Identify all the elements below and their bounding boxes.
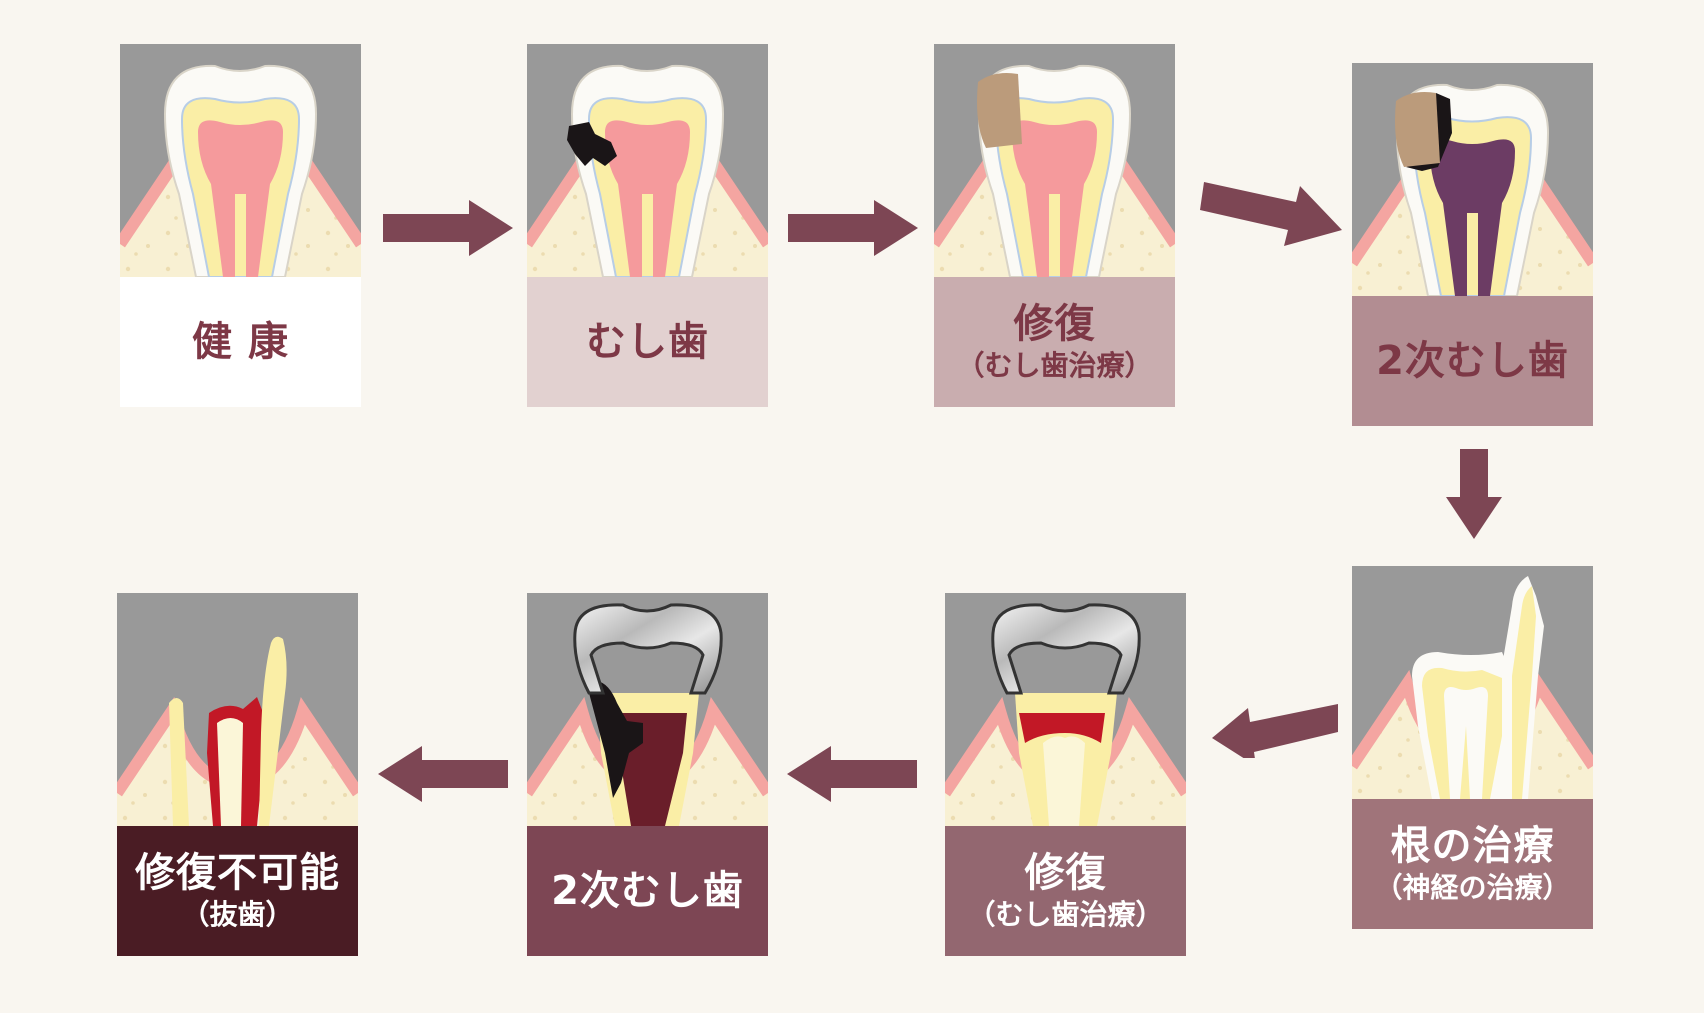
stage-label: 健 康 — [120, 277, 361, 407]
stage-subtitle: （神経の治療） — [1374, 871, 1571, 905]
stage-label: 根の治療 （神経の治療） — [1352, 799, 1593, 929]
stage-subtitle: （抜歯） — [181, 898, 294, 932]
stage-label: むし歯 — [527, 277, 768, 407]
stage-title: 修復 — [1024, 850, 1107, 897]
secondary-decay-tooth-icon — [1352, 63, 1593, 296]
stage-card-healthy: 健 康 — [120, 44, 361, 407]
stage-card-caries: むし歯 — [527, 44, 768, 407]
stage-subtitle: （むし歯治療） — [956, 349, 1153, 383]
stage-title: 2次むし歯 — [1376, 338, 1569, 384]
arrow-down-icon — [1446, 449, 1502, 539]
stage-card-extraction: 修復不可能 （抜歯） — [117, 593, 358, 956]
arrow-right-icon — [383, 200, 513, 256]
stage-card-secondary-caries: 2次むし歯 — [1352, 63, 1593, 426]
fractured-tooth-icon — [117, 593, 358, 826]
stage-card-repair: 修復 （むし歯治療） — [934, 44, 1175, 407]
stage-title: むし歯 — [586, 319, 709, 365]
stage-label: 2次むし歯 — [1352, 296, 1593, 426]
arrow-left-down-icon — [1212, 704, 1338, 758]
stage-title: 根の治療 — [1390, 823, 1555, 870]
decayed-tooth-icon — [527, 44, 768, 277]
stage-title: 修復不可能 — [135, 850, 340, 897]
stage-subtitle: （むし歯治療） — [967, 898, 1164, 932]
root-canal-tooth-icon — [1352, 566, 1593, 799]
crowned-tooth-icon — [945, 593, 1186, 826]
stage-label: 2次むし歯 — [527, 826, 768, 956]
arrow-left-icon — [787, 746, 917, 802]
healthy-tooth-icon — [120, 44, 361, 277]
stage-title: 2次むし歯 — [551, 868, 744, 914]
arrow-right-icon — [788, 200, 918, 256]
stage-card-secondary-caries-crown: 2次むし歯 — [527, 593, 768, 956]
stage-label: 修復不可能 （抜歯） — [117, 826, 358, 956]
stage-title: 健 康 — [192, 319, 289, 365]
arrow-left-icon — [378, 746, 508, 802]
stage-label: 修復 （むし歯治療） — [934, 277, 1175, 407]
stage-card-root-treatment: 根の治療 （神経の治療） — [1352, 566, 1593, 929]
filled-tooth-icon — [934, 44, 1175, 277]
stage-card-repair-crown: 修復 （むし歯治療） — [945, 593, 1186, 956]
stage-title: 修復 — [1013, 301, 1096, 348]
stage-label: 修復 （むし歯治療） — [945, 826, 1186, 956]
crown-decay-tooth-icon — [527, 593, 768, 826]
arrow-right-down-icon — [1200, 182, 1342, 246]
